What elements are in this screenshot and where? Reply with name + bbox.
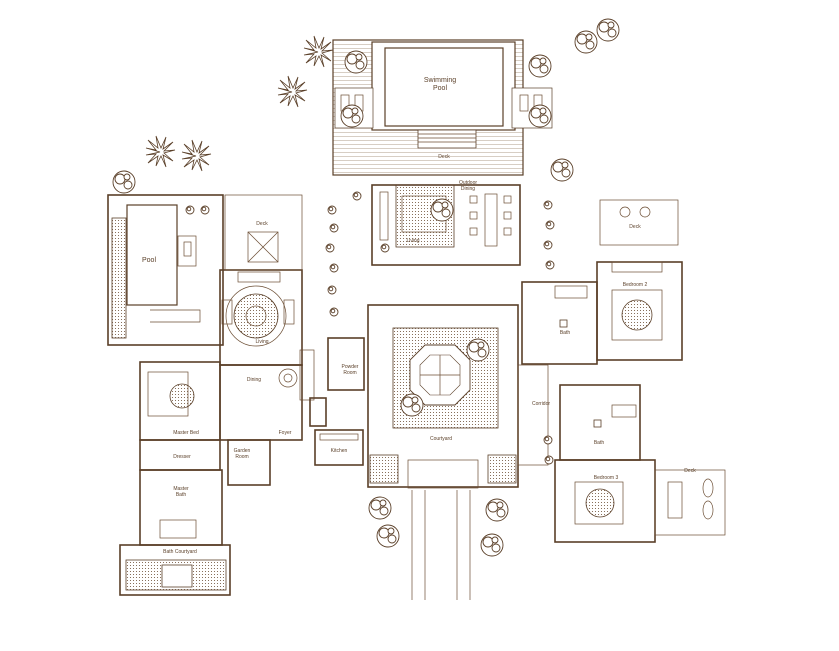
label-dining: Dining	[247, 377, 261, 383]
label-bedroom-3: Bedroom 3	[594, 475, 619, 481]
label-living: Living	[255, 339, 268, 345]
label-bath-right: Bath	[594, 440, 605, 446]
label-living-top: Living	[406, 238, 419, 244]
main-house-left	[219, 194, 315, 441]
left-pool-area	[107, 194, 224, 346]
master-suite	[119, 361, 271, 596]
swimming-pool-area	[332, 39, 553, 176]
service-rooms	[309, 337, 365, 466]
label-kitchen: Kitchen	[331, 448, 348, 454]
label-bedroom-2: Bedroom 2	[623, 282, 648, 288]
bedroom-2-wing	[521, 199, 683, 365]
label-foyer: Foyer	[279, 430, 292, 436]
corridor	[517, 364, 549, 466]
entry-path	[411, 490, 471, 600]
outdoor-dining-area	[371, 184, 521, 266]
label-pool-left: Pool	[142, 257, 156, 264]
label-deck-right: Deck	[684, 468, 696, 474]
label-corridor: Corridor	[532, 401, 550, 407]
label-deck-bottom: Deck	[438, 154, 450, 160]
label-dresser: Dresser	[173, 454, 191, 460]
label-bath-courtyard: Bath Courtyard	[163, 549, 197, 555]
label-courtyard: Courtyard	[430, 436, 452, 442]
courtyard	[367, 304, 519, 489]
bedroom-3-wing	[554, 384, 726, 543]
label-bath-top: Bath	[560, 330, 571, 336]
label-deck-top-right: Deck	[629, 224, 641, 230]
label-deck-left: Deck	[256, 221, 268, 227]
label-master-bed: Master Bed	[173, 430, 199, 436]
